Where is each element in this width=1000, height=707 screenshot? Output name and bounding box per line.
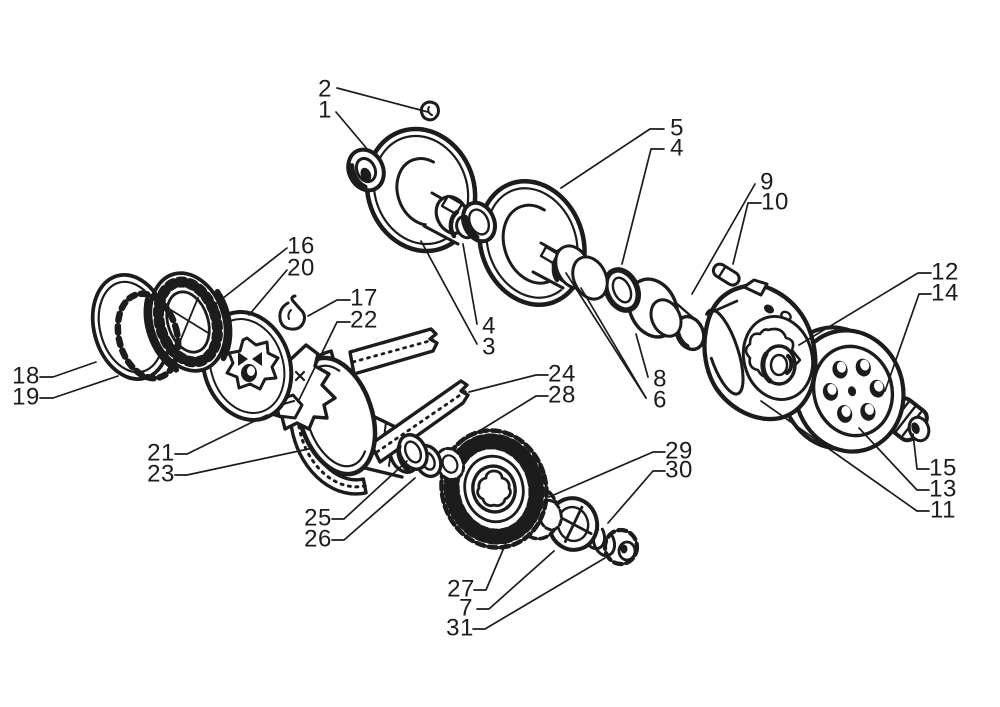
part-1-bearing: [346, 147, 386, 193]
callout-21: 21: [147, 440, 175, 467]
callout-26: 26: [304, 526, 332, 553]
part-12-bearing: [760, 344, 797, 386]
leader-line-10: [732, 202, 762, 265]
callout-9: 9: [760, 169, 774, 196]
callout-20: 20: [287, 255, 315, 282]
callout-5: 5: [670, 115, 684, 142]
leader-line-4: [462, 243, 478, 325]
part-2-clip: [419, 100, 440, 122]
callout-3: 3: [482, 334, 496, 361]
callout-11: 11: [930, 497, 956, 524]
callout-22: 22: [350, 307, 378, 334]
callout-7: 7: [459, 595, 473, 622]
leader-line-4: [621, 148, 665, 265]
part-6-seat-rings: [554, 244, 609, 301]
callout-10: 10: [761, 189, 789, 216]
leader-line-6: [565, 272, 647, 399]
leader-line-11: [760, 400, 930, 512]
callout-8: 8: [653, 366, 667, 393]
leader-line-17: [307, 299, 351, 317]
leader-line-7: [476, 550, 555, 610]
leader-line-19: [39, 375, 119, 399]
callout-16: 16: [287, 233, 315, 260]
callout-17: 17: [350, 285, 378, 312]
part-18-snap-ring: [90, 273, 172, 381]
part-4-washer-front: [460, 200, 498, 244]
leader-line-30: [607, 470, 666, 524]
leader-line-6: [580, 287, 647, 399]
part-31-nut: [602, 527, 640, 567]
callout-13: 13: [929, 476, 957, 503]
callout-6: 6: [653, 387, 667, 414]
part-4-oring-rear: [603, 267, 641, 313]
callout-12: 12: [931, 259, 959, 286]
leader-line-1: [335, 111, 369, 151]
leader-line-5: [560, 128, 665, 189]
callout-30: 30: [665, 457, 693, 484]
leader-line-20: [248, 269, 288, 316]
leader-line-12: [798, 272, 932, 346]
callout-2: 2: [318, 76, 332, 103]
callout-24: 24: [548, 361, 576, 388]
callout-1: 1: [318, 97, 332, 124]
part-27-fan-pulley: [439, 428, 549, 550]
callout-28: 28: [548, 382, 576, 409]
leader-line-24: [468, 374, 549, 393]
leader-line-2: [336, 87, 429, 113]
leader-line-29: [548, 451, 666, 498]
part-19-spring-ring: [114, 290, 182, 382]
leader-line-27: [473, 537, 509, 591]
leader-line-8: [635, 333, 649, 378]
leader-line-15: [912, 433, 930, 470]
callout-31: 31: [446, 615, 474, 642]
leader-line-22: [297, 321, 351, 403]
callout-27: 27: [447, 576, 475, 603]
part-25-washer: [396, 433, 429, 473]
callout-29: 29: [665, 438, 693, 465]
part-10-pin: [711, 262, 741, 287]
leader-line-25: [331, 460, 408, 520]
callout-4: 4: [482, 313, 496, 340]
leader-line-9: [691, 183, 756, 295]
leader-line-3: [420, 240, 478, 345]
callout-14: 14: [931, 280, 959, 307]
callout-25: 25: [304, 505, 332, 532]
leader-line-16: [212, 247, 288, 307]
callout-23: 23: [147, 461, 175, 488]
leader-line-14: [884, 293, 932, 392]
callout-18: 18: [12, 363, 40, 390]
leader-line-28: [449, 395, 549, 450]
leader-line-23: [174, 447, 314, 476]
callout-4: 4: [670, 135, 684, 162]
callout-15: 15: [929, 455, 957, 482]
leader-line-13: [858, 427, 930, 491]
leader-line-21: [174, 414, 268, 455]
part-17-clip: [278, 294, 306, 331]
leader-line-18: [39, 361, 97, 378]
part-11-clutch-housing: [702, 278, 818, 422]
part-3-pulley-half: [364, 126, 478, 254]
leader-line-31: [472, 557, 606, 630]
part-16-roller-ring: [143, 265, 233, 379]
part-28-spacer: [434, 446, 466, 482]
leader-line-26: [331, 477, 416, 541]
callout-19: 19: [12, 384, 40, 411]
